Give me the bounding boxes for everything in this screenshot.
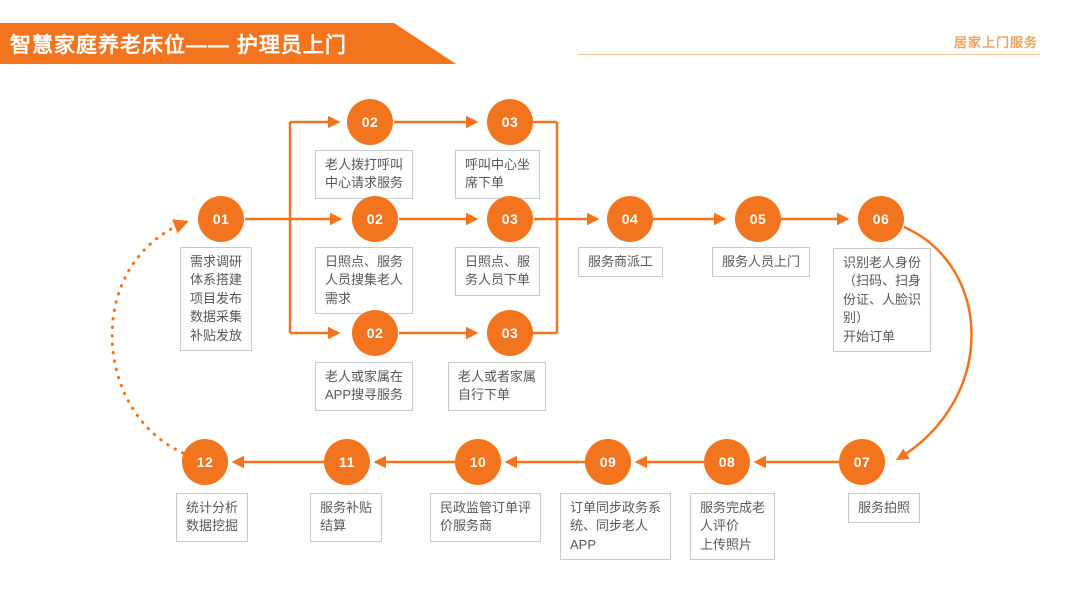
- step-label-05: 服务人员上门: [712, 247, 811, 278]
- step-circle-03-call: 03: [487, 99, 533, 145]
- corner-label: 居家上门服务: [953, 35, 1038, 50]
- step-label-12: 统计分析 数据挖掘: [176, 493, 249, 542]
- step-circle-03-app: 03: [487, 310, 533, 356]
- step-label-07: 服务拍照: [848, 493, 921, 524]
- step-label-11: 服务补贴 结算: [310, 493, 383, 542]
- step-label-02-daycare: 日照点、服务 人员搜集老人 需求: [315, 247, 414, 315]
- step-label-03-call: 呼叫中心坐 席下单: [455, 150, 541, 199]
- step-label-03-app: 老人或者家属 自行下单: [448, 362, 547, 411]
- step-circle-05: 05: [735, 196, 781, 242]
- step-circle-02-daycare: 02: [352, 196, 398, 242]
- title-banner: 智慧家庭养老床位—— 护理员上门: [0, 23, 456, 64]
- step-circle-12: 12: [182, 439, 228, 485]
- step-circle-02-call: 02: [347, 99, 393, 145]
- header-rule: [578, 54, 1040, 55]
- step-label-09: 订单同步政务系 统、同步老人 APP: [560, 493, 672, 561]
- step-circle-01: 01: [198, 196, 244, 242]
- step-circle-09: 09: [585, 439, 631, 485]
- step-circle-07: 07: [839, 439, 885, 485]
- step-circle-10: 10: [455, 439, 501, 485]
- step-label-06: 识别老人身份 （扫码、扫身 份证、人脸识 别） 开始订单: [833, 248, 932, 353]
- page-title: 智慧家庭养老床位—— 护理员上门: [10, 33, 347, 57]
- step-label-08: 服务完成老 人评价 上传照片: [690, 493, 776, 561]
- step-label-03-daycare: 日照点、服 务人员下单: [455, 247, 541, 296]
- step-circle-03-daycare: 03: [487, 196, 533, 242]
- step-circle-02-app: 02: [352, 310, 398, 356]
- step-circle-08: 08: [704, 439, 750, 485]
- step-label-02-app: 老人或家属在 APP搜寻服务: [315, 362, 414, 411]
- step-label-04: 服务商派工: [578, 247, 664, 278]
- step-circle-11: 11: [324, 439, 370, 485]
- edge-06-to-07-curve: [895, 225, 973, 461]
- step-label-02-call: 老人拨打呼叫 中心请求服务: [315, 150, 414, 199]
- step-label-10: 民政监管订单评 价服务商: [430, 493, 542, 542]
- step-label-01: 需求调研 体系搭建 项目发布 数据采集 补贴发放: [180, 247, 253, 352]
- edge-12-to-01-dotted: [110, 219, 189, 455]
- step-circle-06: 06: [858, 196, 904, 242]
- step-circle-04: 04: [607, 196, 653, 242]
